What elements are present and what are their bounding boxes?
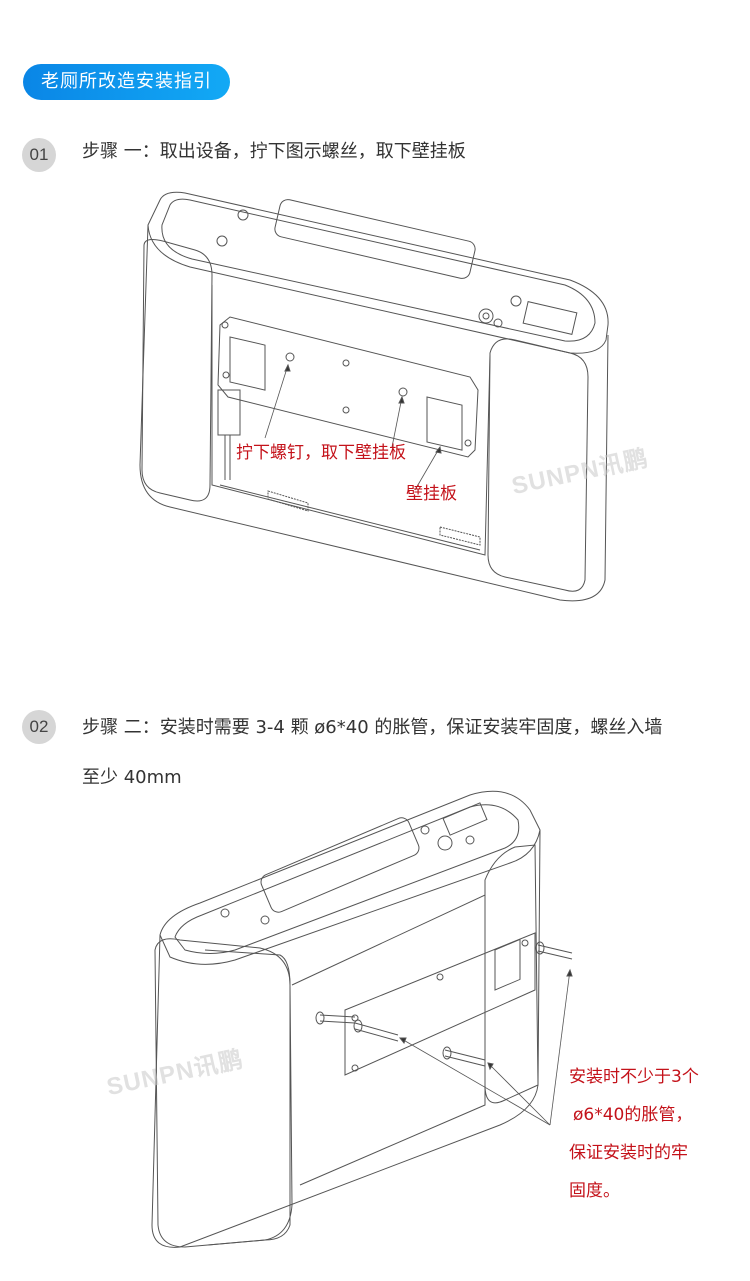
step-02-text-line2: 至少 40mm xyxy=(82,767,182,788)
callout-anchor-requirement: 安装时不少于3个 ø6*40的胀管， 保证安装时的牢 固度。 xyxy=(569,1058,699,1210)
device-illustration-step2 xyxy=(151,790,573,1248)
callout-line: 安装时不少于3个 xyxy=(569,1067,699,1087)
callout-line: ø6*40的胀管， xyxy=(573,1105,693,1125)
callout-remove-screws: 拧下螺钉，取下壁挂板 xyxy=(236,443,406,463)
callout-line: 固度。 xyxy=(569,1181,620,1201)
step-02-text: 步骤 二：安装时需要 3-4 颗 ø6*40 的胀管，保证安装牢固度，螺丝入墙 … xyxy=(82,708,722,798)
step-02-text-line1: 步骤 二：安装时需要 3-4 颗 ø6*40 的胀管，保证安装牢固度，螺丝入墙 xyxy=(82,717,663,738)
step-badge-02: 02 xyxy=(22,710,56,744)
section-title: 老厕所改造安装指引 xyxy=(23,64,230,100)
callout-wall-plate: 壁挂板 xyxy=(406,484,457,504)
step-badge-01: 01 xyxy=(22,138,56,172)
step-01-text: 步骤 一：取出设备，拧下图示螺丝，取下壁挂板 xyxy=(82,141,466,162)
device-illustration-step1 xyxy=(139,191,609,602)
callout-line: 保证安装时的牢 xyxy=(569,1143,688,1163)
